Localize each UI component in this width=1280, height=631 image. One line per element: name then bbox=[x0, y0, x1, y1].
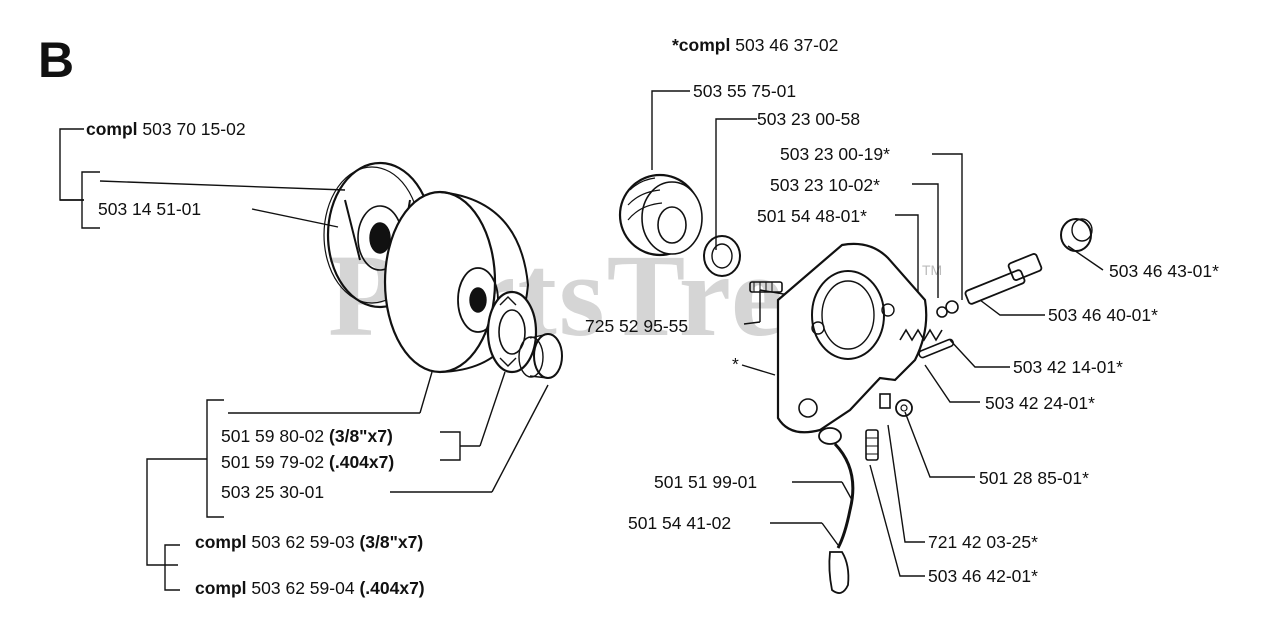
label-part-19: 503 23 00-19* bbox=[780, 144, 890, 164]
section-letter: B bbox=[38, 32, 75, 88]
oil-pump-callout-lines bbox=[651, 90, 1104, 577]
label-drum-compl-38: compl 503 62 59-03 (3/8"x7) bbox=[195, 532, 424, 552]
oil-hose-part bbox=[818, 427, 855, 549]
sprocket-part bbox=[486, 290, 538, 374]
washer-part bbox=[703, 235, 741, 277]
pin-part bbox=[918, 338, 955, 359]
label-sprocket-38: 501 59 80-02 (3/8"x7) bbox=[221, 426, 393, 446]
label-spring: 501 54 48-01* bbox=[757, 206, 867, 226]
plug-part bbox=[879, 393, 891, 409]
watermark-trademark: TM bbox=[922, 262, 943, 278]
nut-part bbox=[895, 399, 913, 417]
label-screw: 725 52 95-55 bbox=[585, 316, 689, 336]
nipple-part bbox=[865, 429, 879, 461]
label-clutch-compl: compl 503 70 15-02 bbox=[86, 119, 246, 139]
label-filter: 501 54 41-02 bbox=[628, 513, 732, 533]
label-housing-star: * bbox=[732, 354, 739, 374]
screw-part bbox=[749, 281, 783, 293]
pump-housing-part bbox=[776, 242, 928, 434]
label-sprocket-404: 501 59 79-02 (.404x7) bbox=[221, 452, 395, 472]
label-adjust-screw: 503 42 24-01* bbox=[985, 393, 1095, 413]
clutch-callout-lines bbox=[59, 128, 549, 591]
label-shaft: 503 46 40-01* bbox=[1048, 305, 1158, 325]
label-cap: 503 46 43-01* bbox=[1109, 261, 1219, 281]
label-bearing: 503 25 30-01 bbox=[221, 482, 325, 502]
label-pin: 503 42 14-01* bbox=[1013, 357, 1123, 377]
label-drum-compl-404: compl 503 62 59-04 (.404x7) bbox=[195, 578, 425, 598]
clutch-drum-part bbox=[383, 190, 530, 374]
worm-gear-part bbox=[618, 173, 703, 257]
label-worm-gear: 503 55 75-01 bbox=[693, 81, 797, 101]
oil-filter-part bbox=[828, 551, 850, 594]
label-nipple: 503 46 42-01* bbox=[928, 566, 1038, 586]
cap-part bbox=[1060, 218, 1093, 252]
needle-bearing-part bbox=[518, 333, 563, 379]
label-washer: 503 23 00-58 bbox=[757, 109, 861, 129]
label-top-assembly: *compl 503 46 37-02 bbox=[672, 35, 839, 55]
label-plug: 721 42 03-25* bbox=[928, 532, 1038, 552]
label-part-02: 503 23 10-02* bbox=[770, 175, 880, 195]
pump-shaft-part bbox=[936, 253, 1043, 318]
label-nut: 501 28 85-01* bbox=[979, 468, 1089, 488]
label-clutch-shoe: 503 14 51-01 bbox=[98, 199, 202, 219]
label-hose: 501 51 99-01 bbox=[654, 472, 758, 492]
spring-part bbox=[899, 328, 943, 342]
